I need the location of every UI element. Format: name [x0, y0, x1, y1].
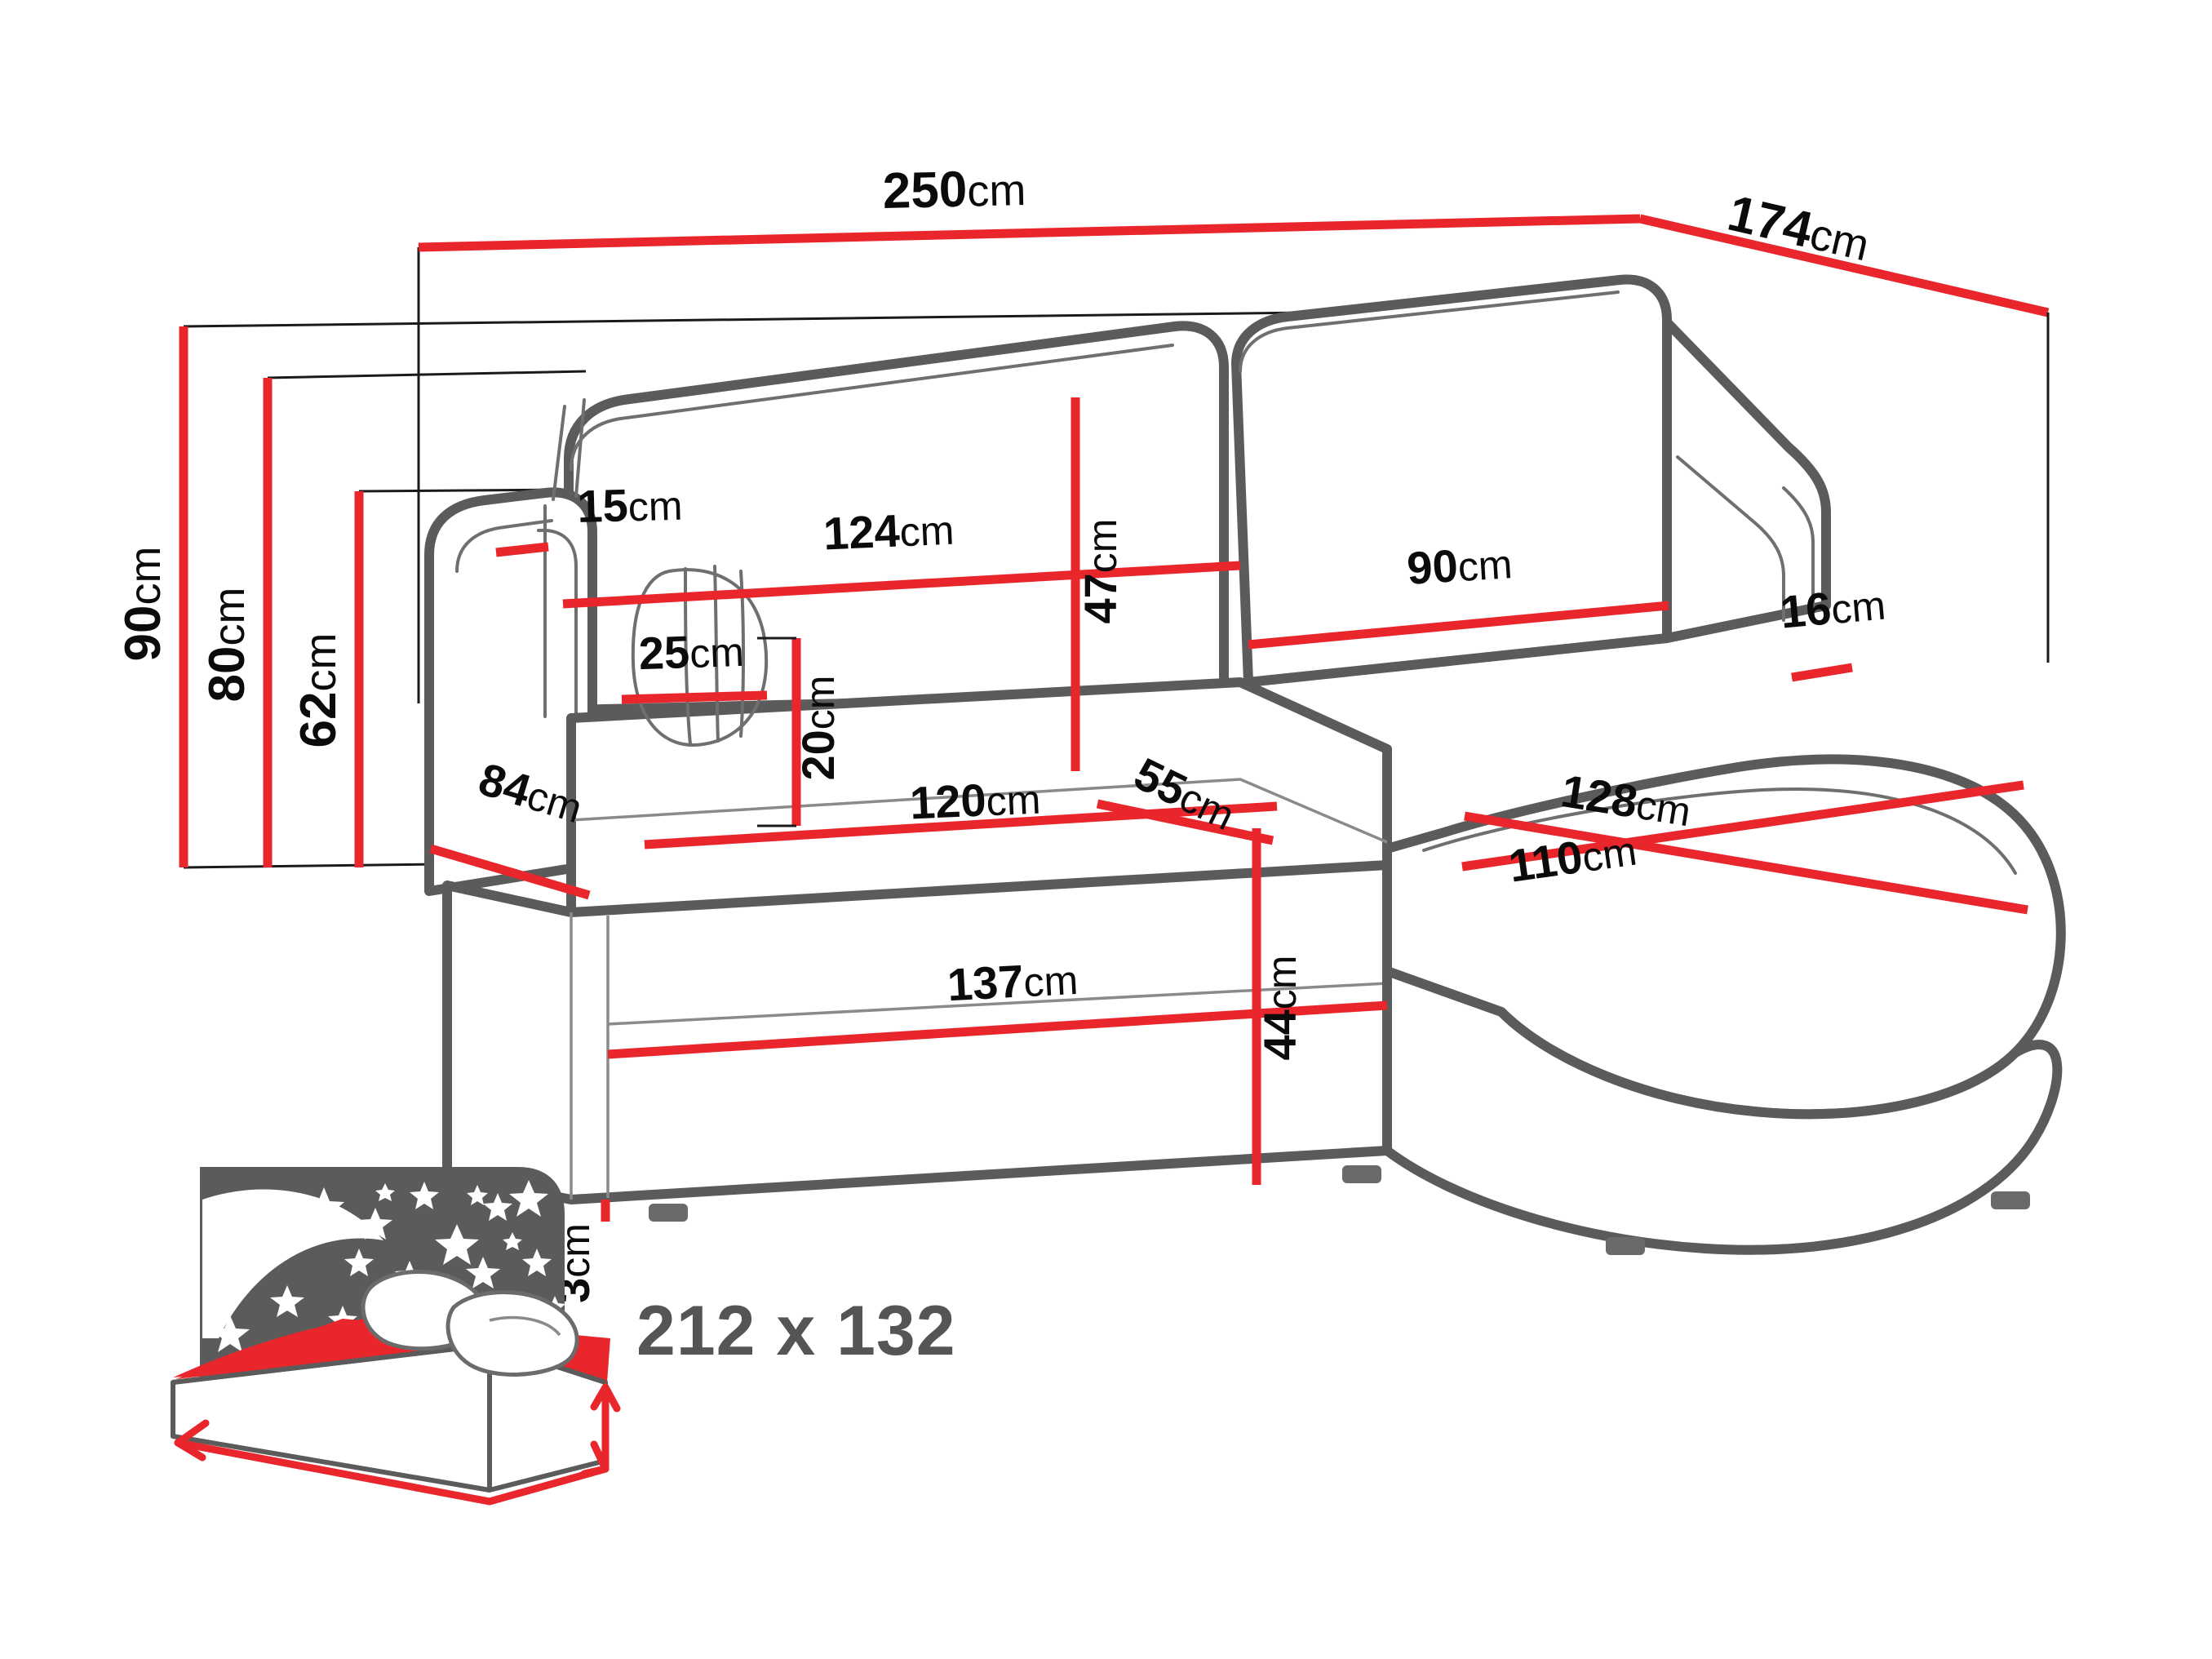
label-back-height: 80cm — [199, 588, 255, 703]
label-seat-width: 120cm — [909, 772, 1042, 829]
sleeping-area-icon: 212 x 132 — [171, 1167, 956, 1506]
dimension-lines — [179, 214, 2050, 1222]
leg-front-left — [649, 1204, 688, 1222]
label-chaise-width: 110cm — [1505, 823, 1639, 892]
pillow-front — [446, 1290, 579, 1377]
leg-chaise-left — [1606, 1237, 1645, 1255]
sleeping-area-label: 212 x 132 — [636, 1292, 956, 1370]
label-right-backrest-width: 90cm — [1406, 536, 1514, 594]
round-pillow — [631, 568, 769, 747]
label-armrest-height: 62cm — [290, 633, 347, 748]
label-base-width: 137cm — [946, 952, 1079, 1010]
right-backrest — [1231, 274, 1672, 687]
label-left-backrest-width: 124cm — [822, 503, 955, 560]
right-armrest — [1662, 317, 1831, 643]
moon-icon-2 — [202, 1189, 383, 1338]
label-overall-height: 90cm — [115, 547, 171, 662]
label-right-armrest-width: 16cm — [1778, 578, 1887, 638]
sofa-illustration — [424, 274, 2066, 1255]
label-side-cushion-height: 20cm — [792, 676, 844, 781]
left-armrest — [424, 487, 597, 896]
label-backrest-top-width: 15cm — [577, 478, 684, 532]
label-chaise-depth: 128cm — [1558, 765, 1695, 836]
leg-front-right — [1342, 1165, 1381, 1183]
label-overall-width: 250cm — [882, 160, 1026, 220]
left-backrest — [564, 321, 1229, 715]
label-side-cushion-width: 25cm — [638, 624, 745, 679]
label-seat-height: 44cm — [1254, 956, 1305, 1061]
label-backrest-height: 47cm — [1075, 519, 1126, 624]
leg-chaise-right — [1991, 1191, 2030, 1209]
